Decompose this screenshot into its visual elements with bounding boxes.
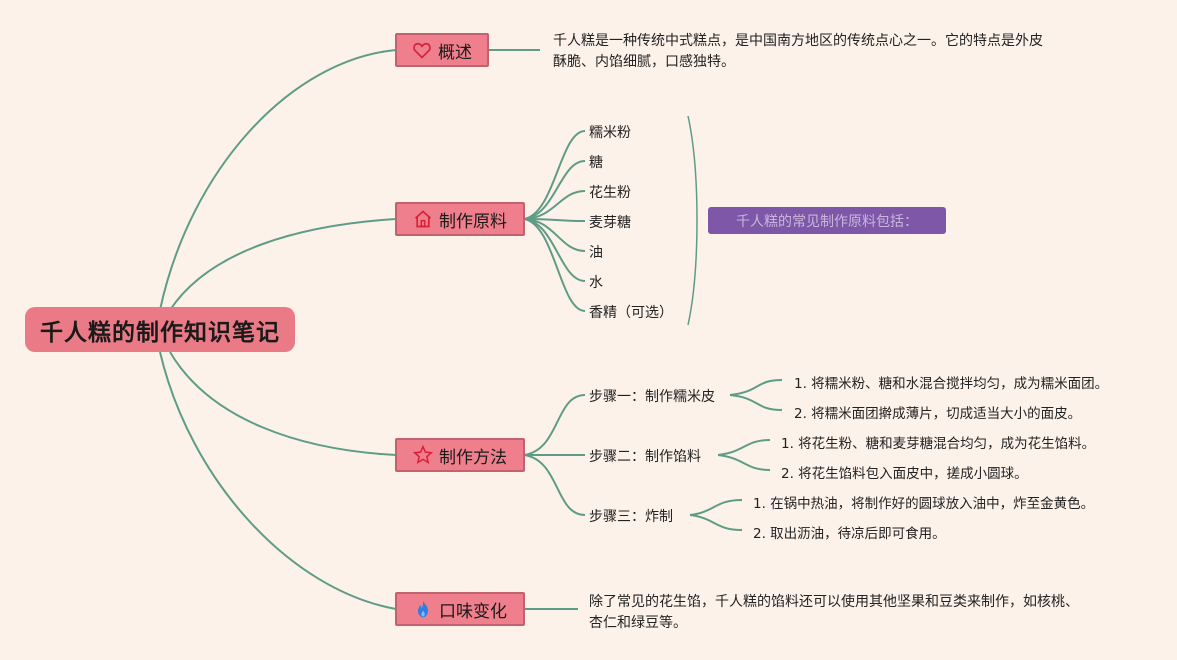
ingredient-item: 水 (589, 275, 603, 291)
branch-ingredients-label: 制作原料 (439, 211, 507, 232)
taste-line-2: 杏仁和绿豆等。 (589, 615, 687, 631)
ingredient-links (523, 130, 586, 312)
house-icon (414, 210, 432, 228)
step-title: 步骤二：制作馅料 (589, 449, 701, 465)
step-detail: 2. 取出沥油，待凉后即可食用。 (753, 526, 946, 542)
link-root-ingredients (169, 218, 397, 311)
link-root-method (169, 351, 397, 456)
step-detail: 2. 将花生馅料包入面皮中，搓成小圆球。 (781, 466, 1028, 482)
overview-text: 千人糕是一种传统中式糕点，是中国南方地区的传统点心之一。它的特点是外皮 酥脆、内… (553, 31, 1043, 73)
branch-taste-label: 口味变化 (439, 601, 507, 622)
ingredient-item: 香精（可选） (589, 305, 673, 321)
root-topic[interactable]: 千人糕的制作知识笔记 (25, 307, 295, 352)
ingredients-summary-text: 千人糕的常见制作原料包括： (736, 213, 918, 230)
branch-overview[interactable]: 概述 (395, 33, 489, 67)
ingredient-item: 油 (589, 245, 603, 261)
step-detail: 2. 将糯米面团擀成薄片，切成适当大小的面皮。 (794, 406, 1082, 422)
step-title: 步骤一：制作糯米皮 (589, 389, 715, 405)
link-root-overview (159, 49, 397, 311)
star-icon (413, 445, 433, 465)
link-root-taste (159, 351, 397, 610)
ingredients-brace (687, 115, 698, 326)
branch-ingredients[interactable]: 制作原料 (395, 202, 525, 236)
branch-method-label: 制作方法 (439, 447, 507, 468)
step-detail: 1. 将花生粉、糖和麦芽糖混合均匀，成为花生馅料。 (781, 436, 1096, 452)
ingredient-item: 糯米粉 (589, 125, 631, 141)
branch-overview-label: 概述 (438, 42, 472, 63)
ingredient-item: 花生粉 (589, 185, 631, 201)
overview-line-2: 酥脆、内馅细腻，口感独特。 (553, 54, 735, 70)
step-title: 步骤三：炸制 (589, 509, 673, 525)
flame-icon (418, 600, 428, 618)
step-detail: 1. 将糯米粉、糖和水混合搅拌均匀，成为糯米面团。 (794, 376, 1109, 392)
ingredient-item: 麦芽糖 (589, 215, 631, 231)
taste-line-1: 除了常见的花生馅，千人糕的馅料还可以使用其他坚果和豆类来制作，如核桃、 (589, 594, 1079, 610)
heart-icon (413, 42, 431, 59)
step-detail: 1. 在锅中热油，将制作好的圆球放入油中，炸至金黄色。 (753, 496, 1095, 512)
taste-text: 除了常见的花生馅，千人糕的馅料还可以使用其他坚果和豆类来制作，如核桃、 杏仁和绿… (589, 592, 1079, 634)
branch-taste[interactable]: 口味变化 (395, 592, 525, 626)
branch-method[interactable]: 制作方法 (395, 438, 525, 472)
overview-line-1: 千人糕是一种传统中式糕点，是中国南方地区的传统点心之一。它的特点是外皮 (553, 33, 1043, 49)
ingredients-summary-note[interactable]: 千人糕的常见制作原料包括： (708, 207, 946, 234)
ingredient-item: 糖 (589, 155, 603, 171)
root-title: 千人糕的制作知识笔记 (40, 319, 280, 346)
